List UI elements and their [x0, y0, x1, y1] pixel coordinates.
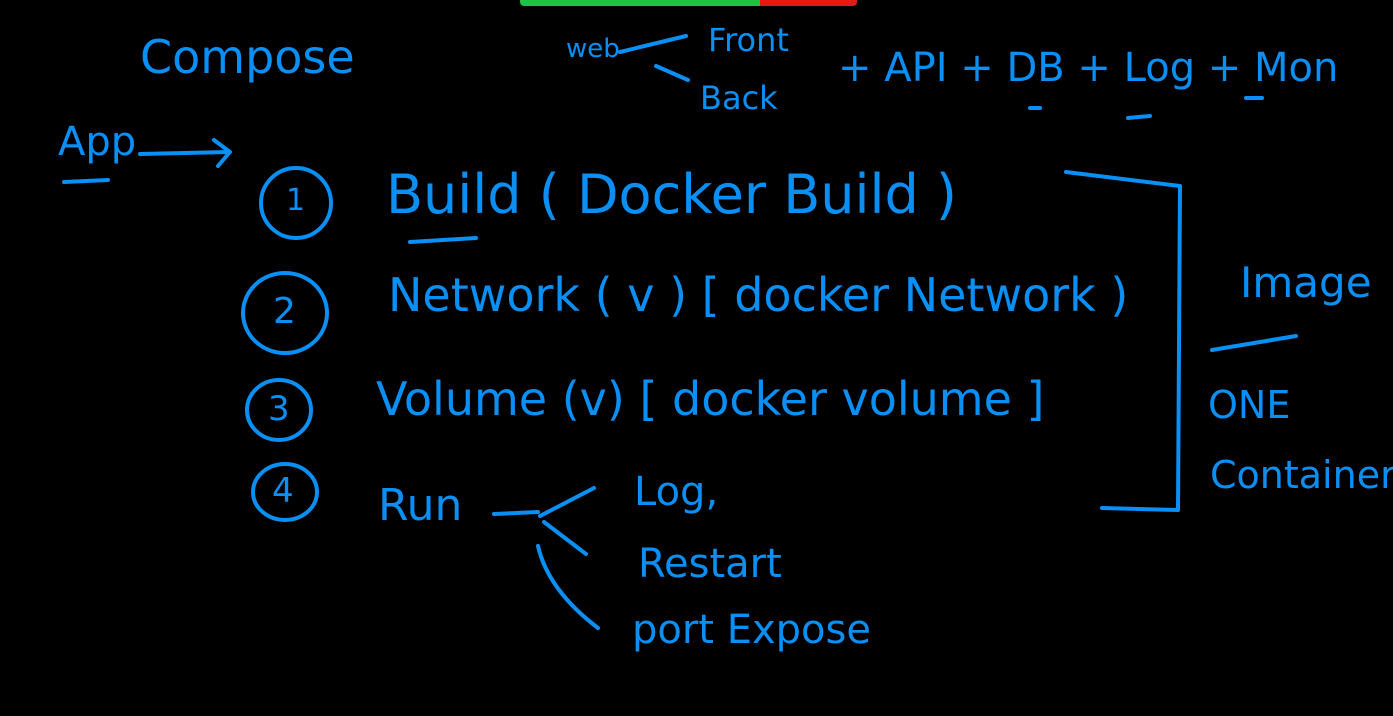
- recording-bar-red: [760, 0, 857, 6]
- run-branch-port: [536, 544, 600, 630]
- step-2-text: Network ( v ) [ docker Network ): [388, 268, 1129, 322]
- app-label: App: [58, 119, 137, 165]
- web-branch-back: [654, 64, 690, 82]
- container-label: Container: [1210, 453, 1393, 497]
- step-1-number: 1: [286, 183, 306, 218]
- step-1-text: Build ( Docker Build ): [386, 163, 957, 226]
- circle-4-icon: [251, 462, 319, 522]
- compose-label: Compose: [140, 30, 355, 84]
- one-label: ONE: [1208, 383, 1291, 427]
- run-branch-port-label: port Expose: [632, 607, 871, 653]
- image-label: Image: [1240, 258, 1372, 307]
- step-3-number: 3: [268, 389, 290, 429]
- step-4-number: 4: [272, 471, 294, 511]
- run-line: [492, 510, 540, 516]
- run-branch-log: [538, 486, 596, 518]
- recording-bar-green: [520, 0, 760, 6]
- run-branch-log-label: Log,: [634, 469, 719, 515]
- group-bracket: [1064, 170, 1182, 512]
- app-arrow: [138, 138, 232, 168]
- back-label: Back: [700, 79, 778, 117]
- web-label: web: [566, 34, 620, 64]
- run-branch-restart: [542, 520, 588, 556]
- front-label: Front: [708, 21, 789, 59]
- step-3-text: Volume (v) [ docker volume ]: [376, 372, 1045, 426]
- image-arrow: [1210, 334, 1298, 352]
- step-4-text: Run: [378, 480, 463, 531]
- circle-1-icon: [259, 166, 333, 240]
- app-underline: [62, 178, 110, 184]
- step-2-number: 2: [273, 291, 296, 332]
- web-branch-front: [618, 34, 688, 54]
- log-underline: [1126, 114, 1152, 120]
- extras-label: + API + DB + Log + Mon: [838, 45, 1339, 91]
- circle-2-icon: [241, 271, 329, 355]
- build-underline: [408, 236, 478, 244]
- circle-3-icon: [245, 378, 313, 442]
- run-branch-restart-label: Restart: [638, 541, 782, 587]
